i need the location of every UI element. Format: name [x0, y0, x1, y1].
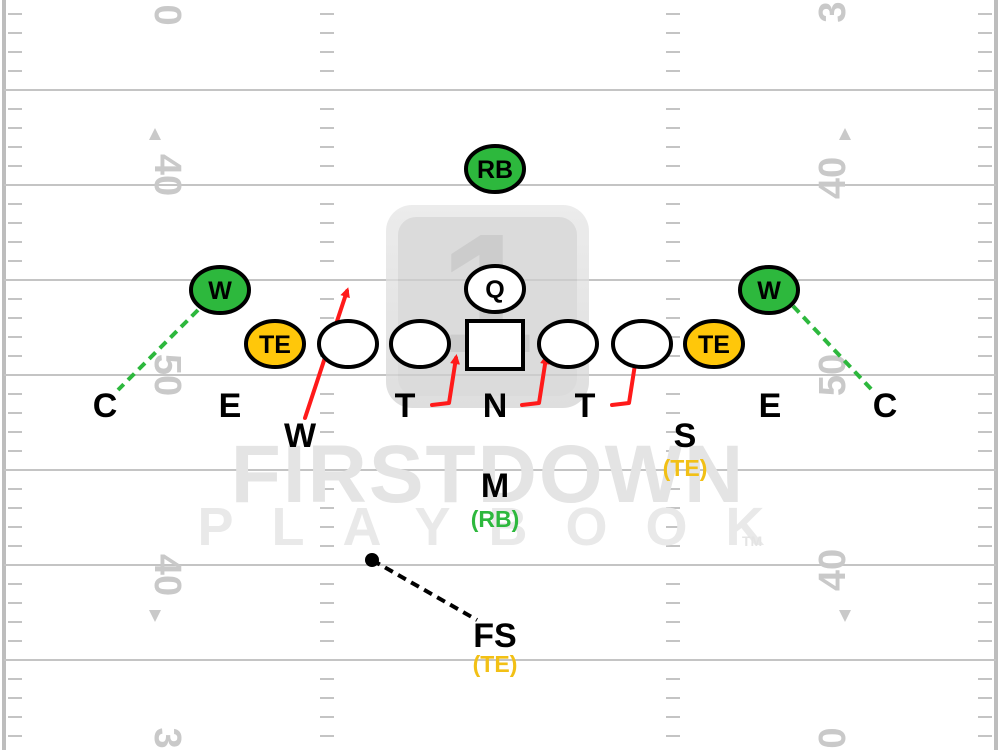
center [465, 319, 525, 371]
defender-mike-assignment: (RB) [471, 506, 520, 532]
defender-free-safety-assignment: (TE) [473, 651, 518, 677]
hash-marks [8, 13, 992, 737]
route-tackle-left [430, 354, 461, 407]
watermark-trademark: TM [742, 533, 762, 549]
player-label: RB [477, 156, 513, 184]
yard-number: 40 [812, 157, 854, 199]
player-label: TE [698, 331, 730, 359]
yard-numbers-left: 0 40 50 40 3 [146, 4, 188, 748]
left-guard [389, 319, 451, 369]
defender-corner-left: C [93, 387, 118, 425]
wide-receiver-right: W [738, 265, 800, 315]
quarterback: Q [464, 264, 526, 314]
yard-number: 3 [812, 1, 854, 22]
defender-corner-right: C [873, 387, 898, 425]
running-back: RB [464, 144, 526, 194]
player-label: TE [259, 331, 291, 359]
player-label: Q [485, 276, 504, 304]
offense: RB Q W W TE TE [189, 144, 800, 371]
route-tackle-right [610, 354, 641, 407]
yard-number: 40 [146, 554, 188, 596]
yard-number: 50 [812, 354, 854, 396]
player-label: W [208, 277, 232, 305]
tight-end-left: TE [244, 319, 306, 369]
yard-number: 0 [812, 727, 854, 748]
coverage-free-safety [371, 558, 478, 622]
watermark-subtext: PLAYBOOK [197, 497, 802, 557]
yard-numbers-right: 3 40 50 40 0 [812, 1, 854, 748]
defender-sam: S [674, 417, 697, 455]
wide-receiver-left: W [189, 265, 251, 315]
defender-nose: N [483, 387, 508, 425]
coverage-right-corner [791, 304, 874, 392]
left-tackle [317, 319, 379, 369]
defender-sam-assignment: (TE) [663, 455, 708, 481]
defender-end-right: E [759, 387, 782, 425]
defense: C E W T N T E C S (TE) M (RB) FS (TE) [93, 387, 898, 677]
defender-free-safety: FS [473, 617, 516, 655]
yard-number: 3 [146, 727, 188, 748]
yard-number: 0 [146, 4, 188, 25]
route-nose [520, 354, 551, 407]
coverage-point [365, 553, 379, 567]
right-guard [537, 319, 599, 369]
coverage-left-corner [116, 308, 200, 392]
defender-will: W [284, 417, 317, 455]
defender-mike: M [481, 467, 509, 505]
yard-number: 40 [146, 154, 188, 196]
right-tackle [611, 319, 673, 369]
defender-tackle-left: T [395, 387, 416, 425]
player-label: W [757, 277, 781, 305]
watermark-text: FIRSTDOWN [231, 429, 745, 520]
defender-end-left: E [219, 387, 242, 425]
defender-tackle-right: T [575, 387, 596, 425]
yard-number: 40 [812, 549, 854, 591]
tight-end-right: TE [683, 319, 745, 369]
yard-number: 50 [146, 354, 188, 396]
